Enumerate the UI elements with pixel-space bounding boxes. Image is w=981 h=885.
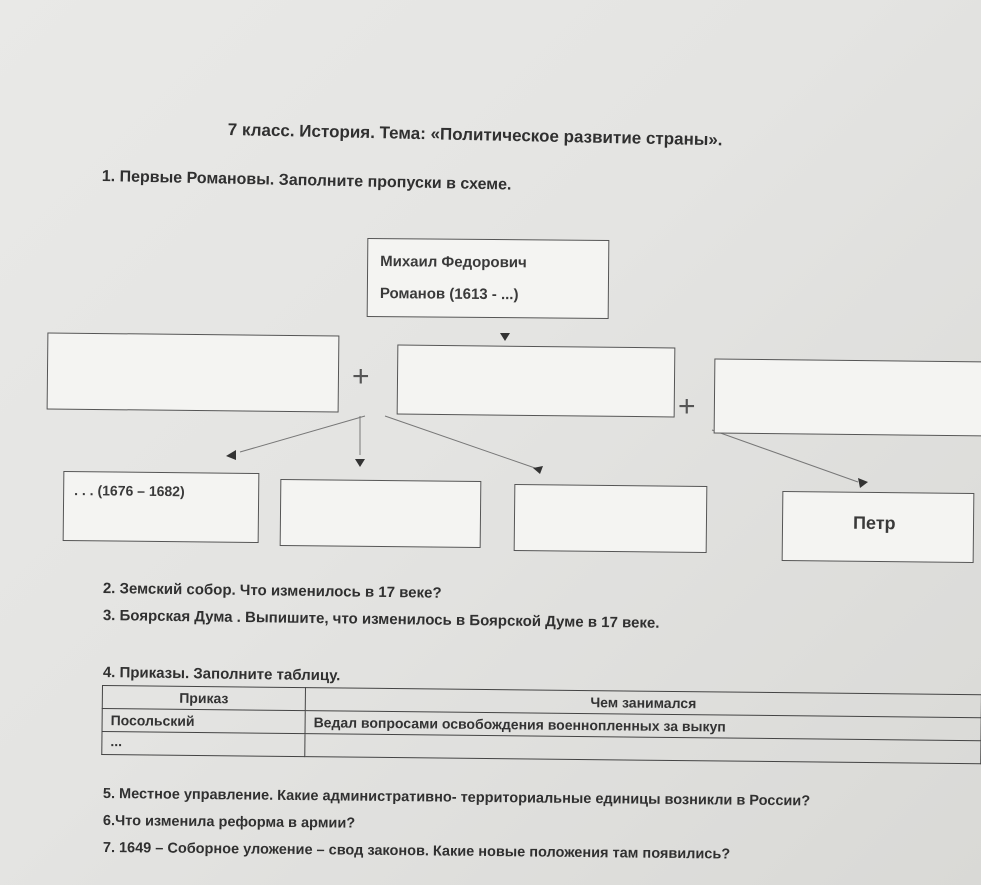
blank-box-spouse-1[interactable]: [46, 332, 340, 413]
question-4: 4. Приказы. Заполните таблицу.: [102, 664, 341, 685]
table-cell-prikaz[interactable]: ...: [101, 731, 306, 757]
blank-box-child-3[interactable]: [513, 483, 708, 554]
child-box-1[interactable]: . . . (1676 – 1682): [62, 470, 260, 544]
plus-sign: +: [678, 390, 696, 423]
blank-box-child-2[interactable]: [279, 478, 482, 549]
connector-line: [711, 429, 859, 483]
question-6: 6.Что изменила реформа в армии?: [102, 813, 356, 832]
arrow-down-icon: [500, 333, 510, 341]
connector-line: [384, 415, 536, 469]
table-cell-prikaz: Посольский: [102, 708, 306, 734]
plus-sign: +: [352, 360, 370, 393]
blank-box-tsar-alexei[interactable]: [396, 344, 676, 418]
tsar-box-mikhail: Михаил Федорович Романов (1613 - ...): [366, 237, 610, 320]
blank-box-spouse-2[interactable]: [713, 358, 981, 437]
child-1-label: . . . (1676 – 1682): [74, 482, 185, 500]
child-petr-label: Петр: [852, 512, 896, 534]
child-box-petr[interactable]: Петр: [781, 490, 975, 564]
arrow-left-icon: [226, 450, 236, 460]
tsar-name-line: Михаил Федорович: [380, 253, 527, 272]
table-header-prikaz: Приказ: [102, 685, 306, 711]
connector-line: [239, 415, 366, 453]
arrow-right-icon: [533, 466, 543, 474]
tsar-dates-line: Романов (1613 - ...): [379, 285, 519, 304]
arrow-right-icon: [858, 478, 868, 488]
arrow-down-icon: [355, 459, 365, 467]
prikazy-table: Приказ Чем занимался Посольский Ведал во…: [101, 685, 981, 764]
